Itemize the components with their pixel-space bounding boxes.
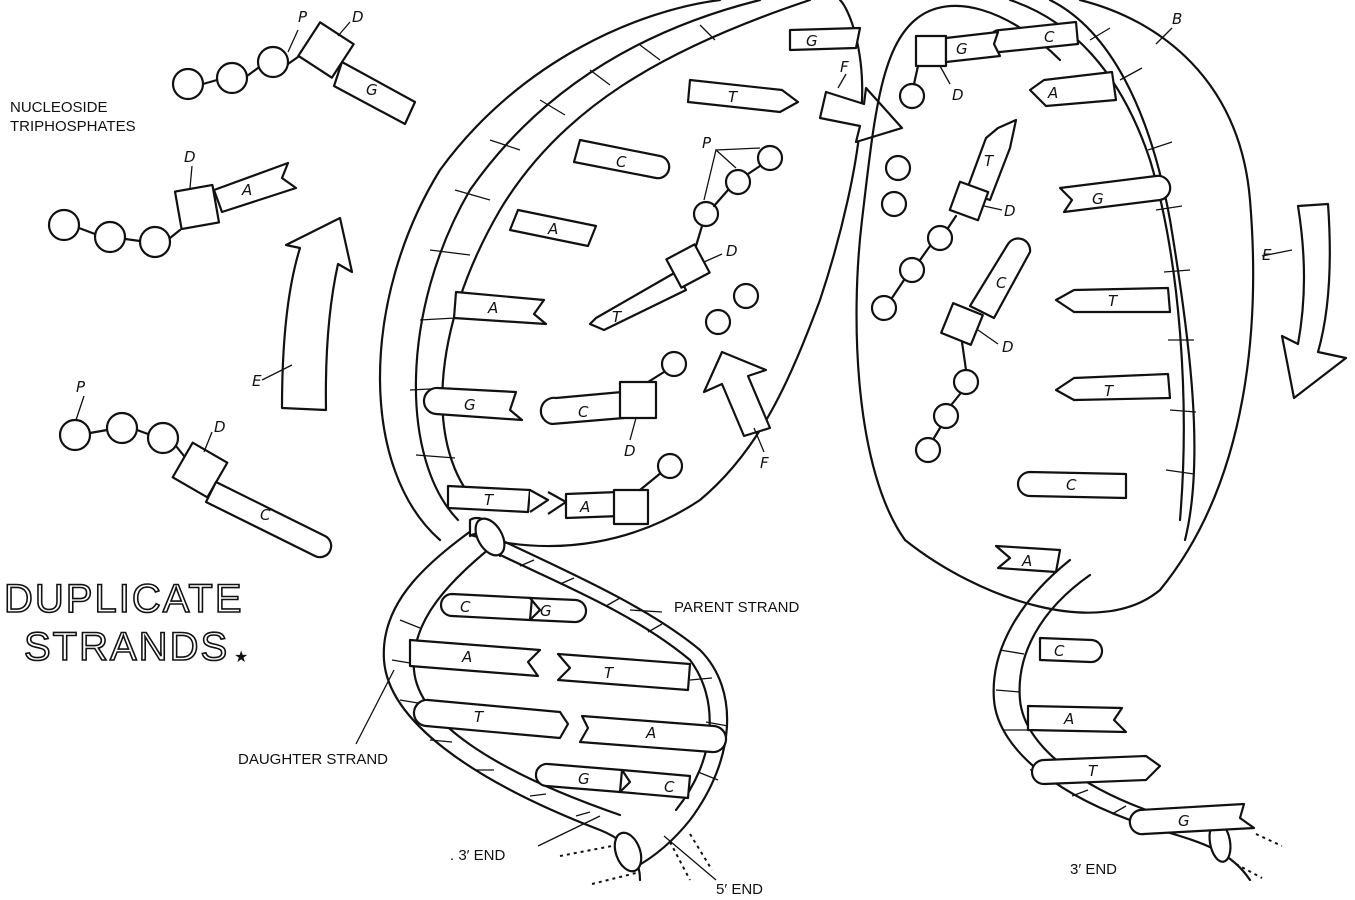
base-letter: G: [578, 770, 590, 788]
incoming-nucleotides-left: C D A T D P: [541, 134, 782, 524]
base-letter: A: [1063, 710, 1074, 728]
base-letter: A: [579, 498, 590, 516]
base-letter: A: [487, 299, 498, 317]
rotation-letter: E: [1262, 246, 1272, 264]
base-letter: C: [260, 506, 271, 524]
base-letter: A: [1047, 84, 1058, 102]
base-letter: G: [956, 40, 968, 58]
phosphate-letter: P: [76, 378, 86, 396]
base-letter: A: [1021, 552, 1032, 570]
base-letter: A: [547, 220, 558, 238]
five-end-label: 5′ END: [716, 881, 763, 898]
three-end-left-label: . 3′ END: [450, 847, 505, 864]
daughter-strand-pointer: [356, 670, 394, 744]
double-helix-left: C G A T T A G C: [384, 514, 728, 884]
base-letter: G: [806, 32, 818, 50]
deoxyribose-letter: D: [352, 8, 364, 26]
deoxyribose-letter: D: [952, 86, 964, 104]
base-letter: C: [996, 274, 1007, 292]
rotation-letter: E: [252, 372, 262, 390]
base-letter: A: [241, 181, 252, 199]
polymerase-arrow-lower: F: [704, 352, 770, 472]
base-letter: A: [645, 724, 656, 742]
base-letter: C: [460, 598, 471, 616]
deoxyribose-letter: D: [726, 242, 738, 260]
nucleoside-label-line2: TRIPHOSPHATES: [10, 118, 136, 135]
base-letter: C: [1066, 476, 1077, 494]
title-strands: STRANDS: [24, 625, 229, 669]
deoxyribose-letter: D: [184, 148, 196, 166]
three-end-left-pointer: [538, 816, 600, 846]
base-letter: G: [366, 81, 378, 99]
deoxyribose-letter: D: [624, 442, 636, 460]
base-letter: G: [1092, 190, 1104, 208]
daughter-strand-label: DAUGHTER STRAND: [238, 751, 388, 768]
base-letter: C: [1044, 28, 1055, 46]
rotation-arrow-up: E: [252, 218, 352, 410]
base-letter: C: [616, 153, 627, 171]
polymerase-letter: F: [760, 454, 769, 472]
nucleotide-g-top-left: P D G: [173, 8, 415, 124]
phosphate-letter: P: [702, 134, 712, 152]
rotation-arrow-down: E: [1262, 204, 1346, 398]
right-bubble-bases: C A G T T C A: [989, 22, 1170, 572]
base-letter: C: [664, 778, 675, 796]
base-letter: C: [578, 403, 589, 421]
base-letter: A: [461, 648, 472, 666]
incoming-nucleotides-right: G D T D C D: [872, 32, 1030, 462]
phosphate-letter: P: [298, 8, 308, 26]
base-letter: G: [1178, 812, 1190, 830]
left-replication-bubble: [380, 0, 862, 546]
nucleotide-a-left: D A: [49, 148, 296, 257]
base-letter: G: [540, 602, 552, 620]
title-duplicate: DUPLICATE: [4, 577, 244, 621]
left-bubble-bases: G T C A A G T: [424, 28, 860, 514]
base-letter: G: [464, 396, 476, 414]
nucleoside-label-line1: NUCLEOSIDE: [10, 99, 108, 116]
base-letter: C: [1054, 642, 1065, 660]
deoxyribose-letter: D: [1004, 202, 1016, 220]
single-helix-right: C A T G: [994, 560, 1282, 880]
parent-strand-label: PARENT STRAND: [674, 599, 799, 616]
deoxyribose-letter: D: [1002, 338, 1014, 356]
strand-letter: B: [1172, 10, 1182, 28]
five-end-pointer: [664, 836, 716, 880]
deoxyribose-letter: D: [214, 418, 226, 436]
polymerase-letter: F: [840, 58, 849, 76]
three-end-right-label: 3′ END: [1070, 861, 1117, 878]
star-icon: ★: [234, 647, 248, 666]
